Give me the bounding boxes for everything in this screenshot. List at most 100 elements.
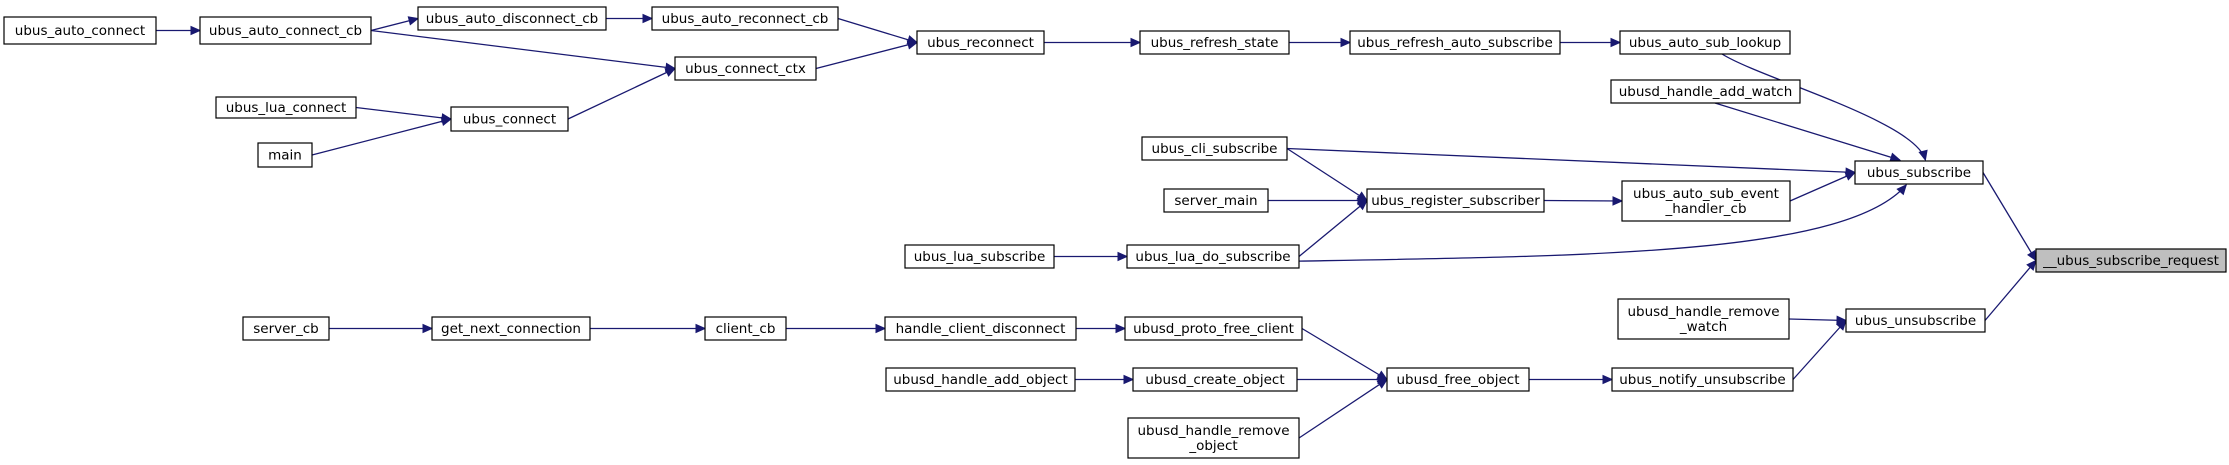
node-auto-reconnect-cb[interactable]: ubus_auto_reconnect_cb [651,6,839,31]
edge-lua-subscribe-to-lua-do-subscribe [1054,251,1129,262]
node-label: ubus_auto_sub_lookup [1629,35,1781,51]
node-box [1611,367,1794,392]
arrowhead [1889,152,1901,162]
edge-auto-connect-to-auto-connect-cb [156,25,202,36]
node-label: ubusd_create_object [1145,372,1284,388]
node-box [1386,367,1530,392]
node-box [651,6,839,31]
node-box [1610,79,1801,104]
edge-create-object-to-free-object [1297,374,1389,385]
node-auto-sub-lookup[interactable]: ubus_auto_sub_lookup [1619,30,1791,55]
edge-get-next-connection-to-client-cb [590,323,707,334]
node-lua-do-subscribe[interactable]: ubus_lua_do_subscribe [1126,244,1300,269]
arrowhead [2026,259,2037,271]
node-label: ubus_cli_subscribe [1152,141,1278,157]
node-box [431,316,591,341]
node-client-cb[interactable]: client_cb [704,316,787,341]
arrowhead [407,16,420,26]
node-box [916,30,1045,55]
node-notify-unsubscribe[interactable]: ubus_notify_unsubscribe [1611,367,1794,392]
edge-notify-unsubscribe-to-unsubscribe [1792,319,1847,380]
node-label: ubusd_handle_remove [1627,304,1779,320]
node-box [242,316,330,341]
edge-subscribe-to-subscribe-request [1982,172,2037,262]
node-box [257,142,313,168]
edge-reconnect-to-refresh-state [1044,37,1142,48]
node-server-cb[interactable]: server_cb [242,316,330,341]
node-cli-subscribe[interactable]: ubus_cli_subscribe [1141,136,1288,161]
node-auto-disconnect-cb[interactable]: ubus_auto_disconnect_cb [417,6,607,31]
node-auto-connect-cb[interactable]: ubus_auto_connect_cb [199,16,372,45]
node-box [1621,180,1791,222]
node-label: server_main [1174,193,1257,209]
node-subscribe[interactable]: ubus_subscribe [1854,160,1984,185]
node-box [1845,308,1986,333]
node-refresh-auto-subscribe[interactable]: ubus_refresh_auto_subscribe [1349,30,1561,55]
node-box [1163,188,1269,213]
node-label: ubusd_handle_add_watch [1619,84,1793,100]
node-handle-remove-object[interactable]: ubusd_handle_remove_object [1127,417,1300,459]
arrowhead [1612,196,1624,206]
node-main[interactable]: main [257,142,313,168]
node-register-subscriber[interactable]: ubus_register_subscriber [1366,188,1545,213]
node-handle-remove-watch[interactable]: ubusd_handle_remove_watch [1617,298,1790,340]
arrowhead [1896,184,1908,196]
node-box [1619,30,1791,55]
edge-main-to-connect [311,116,453,156]
node-box [1124,316,1303,341]
node-free-object[interactable]: ubusd_free_object [1386,367,1530,392]
edge-auto-sub-lookup-to-subscribe [1721,53,1928,162]
node-label: _watch [1679,319,1727,335]
node-label: ubus_auto_disconnect_cb [426,11,599,27]
node-lua-connect[interactable]: ubus_lua_connect [215,96,357,119]
node-connect[interactable]: ubus_connect [450,106,569,132]
node-box [1854,160,1984,185]
node-box [3,16,157,45]
arrowhead [1844,171,1857,181]
node-handle-add-object[interactable]: ubusd_handle_add_object [885,367,1076,392]
node-subscribe-request[interactable]: __ubus_subscribe_request [2035,248,2227,273]
edge-free-object-to-notify-unsubscribe [1529,374,1614,385]
arrowhead [875,323,887,334]
node-server-main[interactable]: server_main [1163,188,1269,213]
node-unsubscribe[interactable]: ubus_unsubscribe [1845,308,1986,333]
node-handle-client-disconnect[interactable]: handle_client_disconnect [884,316,1077,341]
edge-refresh-auto-subscribe-to-auto-sub-lookup [1560,37,1622,48]
arrowhead [695,323,707,334]
edge-proto-free-client-to-free-object [1301,327,1389,381]
node-box [450,106,569,132]
edge-auto-disconnect-cb-to-auto-reconnect-cb [606,13,654,24]
node-box [1617,298,1790,340]
node-create-object[interactable]: ubusd_create_object [1132,367,1298,392]
edge-refresh-state-to-refresh-auto-subscribe [1289,37,1352,48]
edge-handle-client-disconnect-to-proto-free-client [1076,323,1127,334]
node-label: ubus_auto_connect [15,23,145,39]
node-box [904,244,1055,269]
node-label: _handler_cb [1664,201,1746,217]
edge-auto-reconnect-cb-to-reconnect [837,17,919,45]
node-auto-connect[interactable]: ubus_auto_connect [3,16,157,45]
arrowhead [1602,374,1614,385]
edge-auto-connect-cb-to-auto-disconnect-cb [370,16,420,32]
node-auto-sub-event-handler-cb[interactable]: ubus_auto_sub_event_handler_cb [1621,180,1791,222]
node-refresh-state[interactable]: ubus_refresh_state [1139,30,1290,55]
node-label: client_cb [716,321,776,337]
edge-client-cb-to-handle-client-disconnect [786,323,887,334]
node-lua-subscribe[interactable]: ubus_lua_subscribe [904,244,1055,269]
node-box [885,367,1076,392]
arrowhead [190,25,202,36]
node-box [1132,367,1298,392]
node-label: ubus_refresh_state [1151,35,1279,51]
node-reconnect[interactable]: ubus_reconnect [916,30,1045,55]
node-label: _object [1188,438,1237,454]
node-get-next-connection[interactable]: get_next_connection [431,316,591,341]
arrowhead [1610,37,1622,48]
node-proto-free-client[interactable]: ubusd_proto_free_client [1124,316,1303,341]
node-label: ubusd_free_object [1396,372,1519,388]
node-handle-add-watch[interactable]: ubusd_handle_add_watch [1610,79,1801,104]
arrowhead [2027,249,2037,262]
node-box [417,6,607,31]
node-connect-ctx[interactable]: ubus_connect_ctx [674,56,817,81]
edge-connect-to-connect-ctx [567,67,677,120]
